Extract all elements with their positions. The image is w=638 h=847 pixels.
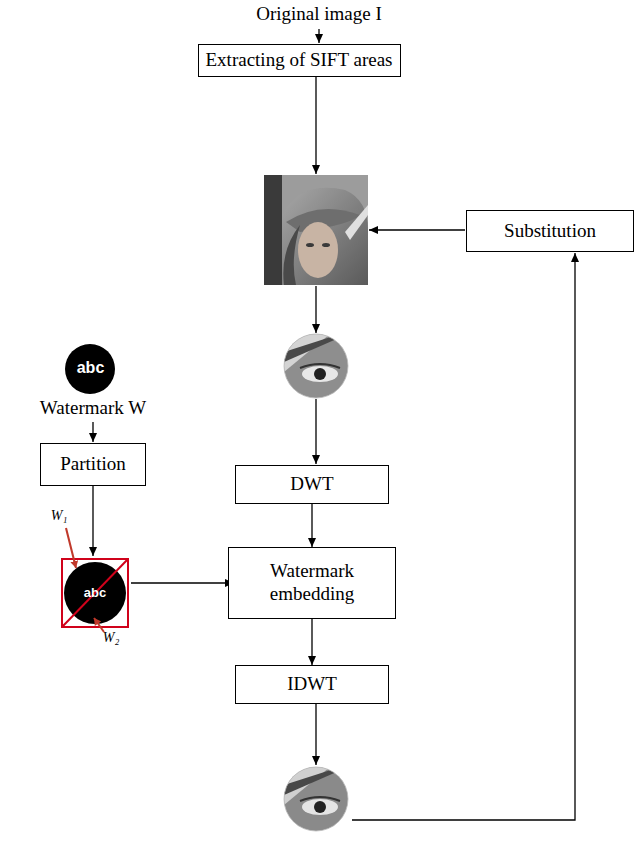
process-box: Watermark embedding bbox=[228, 547, 396, 619]
input-label: Watermark W bbox=[0, 397, 186, 419]
flow-arrow bbox=[131, 582, 234, 583]
box-label: DWT bbox=[290, 473, 333, 496]
process-box: IDWT bbox=[235, 665, 389, 704]
flow-arrow bbox=[369, 229, 465, 230]
input-label: Original image I bbox=[119, 3, 519, 25]
process-box: Partition bbox=[40, 443, 146, 486]
feedback-arrow bbox=[352, 253, 575, 820]
flow-arrow bbox=[92, 486, 93, 556]
flow-arrow bbox=[315, 286, 316, 333]
flow-arrow bbox=[315, 77, 316, 174]
flow-arrow bbox=[318, 29, 319, 43]
flow-arrow bbox=[92, 422, 93, 442]
text-column: Extracting of SIFT areas bbox=[206, 49, 393, 72]
flow-arrow bbox=[315, 704, 316, 765]
box-label: IDWT bbox=[287, 673, 337, 696]
text-column: Partition bbox=[60, 453, 125, 476]
sift-area bbox=[284, 334, 348, 398]
text-column: Substitution bbox=[504, 220, 596, 243]
box-label: Watermark embedding bbox=[229, 560, 395, 606]
process-box: Extracting of SIFT areas bbox=[198, 44, 401, 77]
process-box: DWT bbox=[235, 465, 389, 504]
text-column: DWT bbox=[290, 473, 333, 496]
text-column: IDWT bbox=[287, 673, 337, 696]
flow-arrow bbox=[311, 504, 312, 547]
part-label: W₁ bbox=[44, 508, 74, 524]
flow-arrow bbox=[311, 619, 312, 665]
original-image bbox=[264, 175, 368, 285]
partitioned-watermark bbox=[62, 559, 128, 627]
logo-text: abc bbox=[57, 359, 124, 377]
leader-line bbox=[66, 528, 76, 568]
box-label: Substitution bbox=[504, 220, 596, 243]
leader-line bbox=[94, 618, 104, 632]
box-label: Extracting of SIFT areas bbox=[206, 49, 393, 72]
box-label: Partition bbox=[60, 453, 125, 476]
logo-text: abc bbox=[62, 585, 128, 600]
part-label: W₂ bbox=[96, 630, 126, 646]
watermarked-area bbox=[284, 767, 348, 831]
text-column: Watermark embedding bbox=[229, 560, 395, 606]
flow-arrow bbox=[315, 399, 316, 464]
process-box: Substitution bbox=[466, 210, 634, 252]
